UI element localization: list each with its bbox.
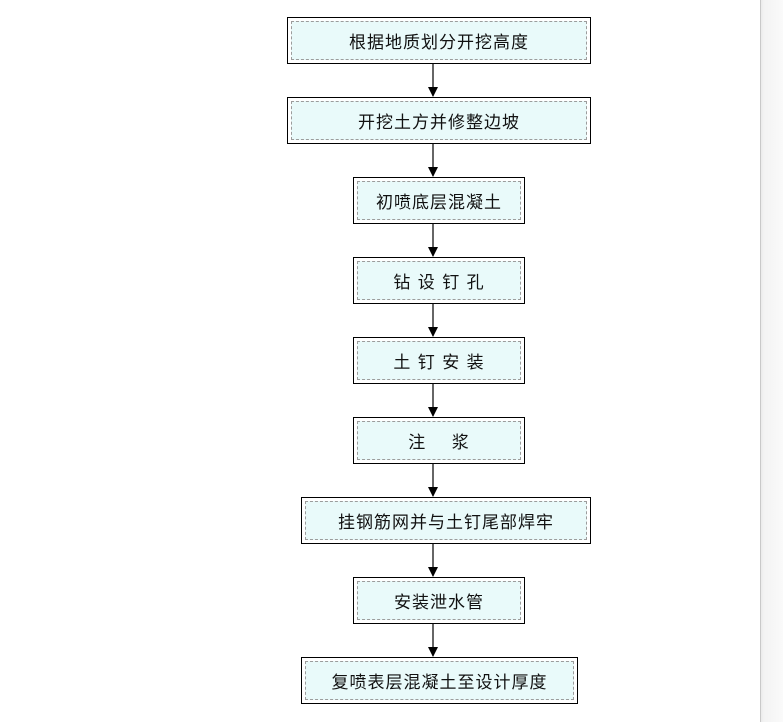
step-1-box: 根据地质划分开挖高度: [287, 17, 591, 64]
step-6-box: 注 浆: [353, 417, 525, 464]
step-1-label: 根据地质划分开挖高度: [291, 21, 587, 60]
step-2-box: 开挖土方并修整边坡: [287, 97, 591, 144]
step-3-box: 初喷底层混凝土: [353, 177, 525, 224]
step-5-label: 土 钉 安 装: [357, 341, 521, 380]
step-2-label: 开挖土方并修整边坡: [291, 101, 587, 140]
step-7-label: 挂钢筋网并与土钉尾部焊牢: [305, 501, 587, 540]
step-6-label: 注 浆: [357, 421, 521, 460]
step-4-label: 钻 设 钉 孔: [357, 261, 521, 300]
step-5-box: 土 钉 安 装: [353, 337, 525, 384]
step-8-label: 安装泄水管: [357, 581, 521, 620]
page-edge-line: [760, 0, 761, 722]
step-7-box: 挂钢筋网并与土钉尾部焊牢: [301, 497, 591, 544]
page-edge: [760, 0, 783, 722]
step-9-label: 复喷表层混凝土至设计厚度: [305, 661, 574, 700]
step-8-box: 安装泄水管: [353, 577, 525, 624]
step-3-label: 初喷底层混凝土: [357, 181, 521, 220]
step-9-box: 复喷表层混凝土至设计厚度: [301, 657, 578, 704]
step-4-box: 钻 设 钉 孔: [353, 257, 525, 304]
